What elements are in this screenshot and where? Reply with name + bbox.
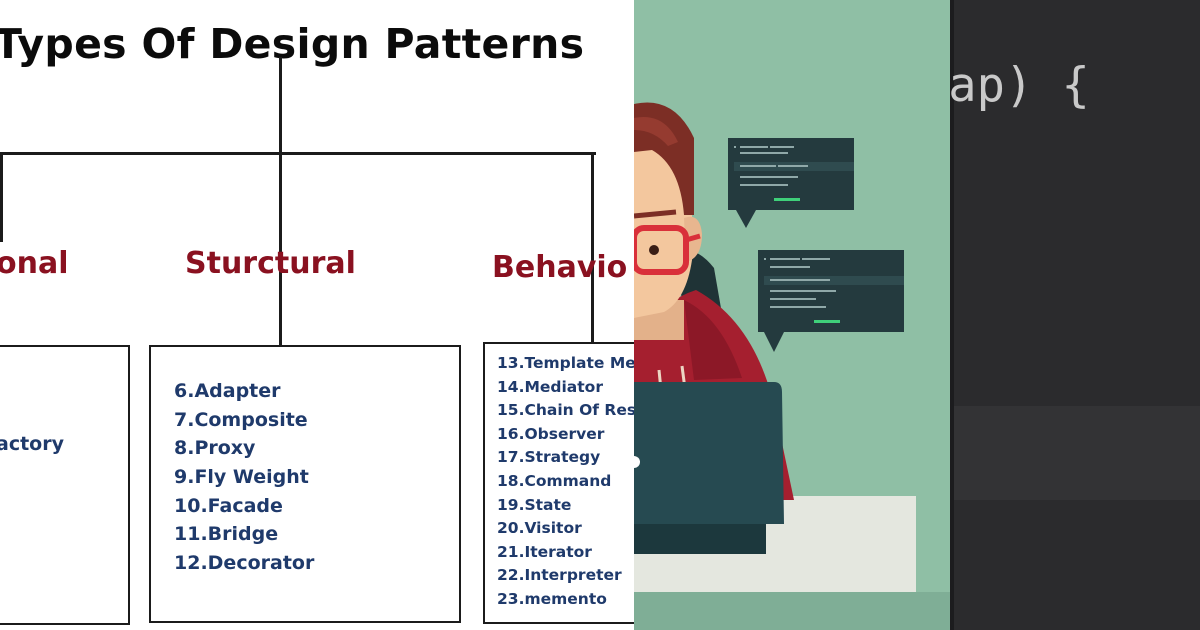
list-item: 8.Proxy (174, 437, 256, 460)
structural-label: Sturctural (185, 246, 356, 281)
list-item: 20.Visitor (497, 519, 582, 538)
list-item: 23.memento (497, 589, 607, 608)
chat-bubble (728, 138, 854, 228)
structural-list: 6.Adapter 7.Composite 8.Proxy 9.Fly Weig… (174, 377, 314, 578)
list-item: 18.Command (497, 471, 612, 490)
list-item: actory (0, 433, 64, 455)
list-item: 14.Mediator (497, 377, 603, 396)
illustration-svg (634, 102, 950, 630)
diagram-title: Types Of Design Patterns (0, 20, 585, 68)
trunk-line (279, 57, 282, 154)
chat-bubble (758, 250, 904, 352)
current-line-highlight (954, 406, 1200, 500)
behavioral-list: 13.Template Me 14.Mediator 15.Chain Of R… (497, 352, 634, 612)
list-item: 17.Strategy (497, 448, 601, 467)
branch-line (0, 152, 596, 155)
eye (649, 245, 659, 255)
behavioral-box: 13.Template Me 14.Mediator 15.Chain Of R… (483, 342, 634, 624)
list-item: 19.State (497, 495, 572, 514)
list-item: 13.Template Me (497, 354, 634, 372)
design-patterns-diagram: Types Of Design Patterns onal Sturctural… (0, 20, 634, 625)
laptop-screen (634, 382, 784, 524)
desk-shadow (634, 592, 950, 630)
list-item: 22.Interpreter (497, 566, 622, 585)
laptop-base (634, 524, 766, 554)
behavioral-connector (591, 152, 594, 342)
list-item: 15.Chain Of Res (497, 401, 634, 420)
list-item: 16.Observer (497, 424, 605, 443)
behavioral-label: Behavio (492, 250, 628, 285)
hair-highlight (634, 117, 678, 146)
glasses-arm (685, 233, 701, 243)
glasses-lens (634, 225, 689, 275)
developer-illustration (634, 0, 950, 630)
list-item: 9.Fly Weight (174, 466, 309, 489)
creational-connector (0, 152, 3, 242)
laptop-logo (634, 456, 640, 468)
list-item: 7.Composite (174, 408, 308, 431)
eyebrow (634, 209, 677, 219)
list-item: 6.Adapter (174, 380, 281, 402)
hoodie-shade (684, 300, 742, 380)
panel-divider (950, 0, 954, 630)
list-item: 12.Decorator (174, 552, 315, 575)
list-item: 21.Iterator (497, 542, 592, 561)
code-editor: Map) { (950, 0, 1200, 630)
structural-box: 6.Adapter 7.Composite 8.Proxy 9.Fly Weig… (149, 345, 461, 623)
list-item: 10.Facade (174, 494, 283, 517)
code-line: Map) { (950, 58, 1090, 113)
structural-connector (279, 152, 282, 346)
list-item: 11.Bridge (174, 523, 279, 546)
creational-label: onal (0, 246, 69, 281)
creational-box: actory (0, 345, 130, 625)
